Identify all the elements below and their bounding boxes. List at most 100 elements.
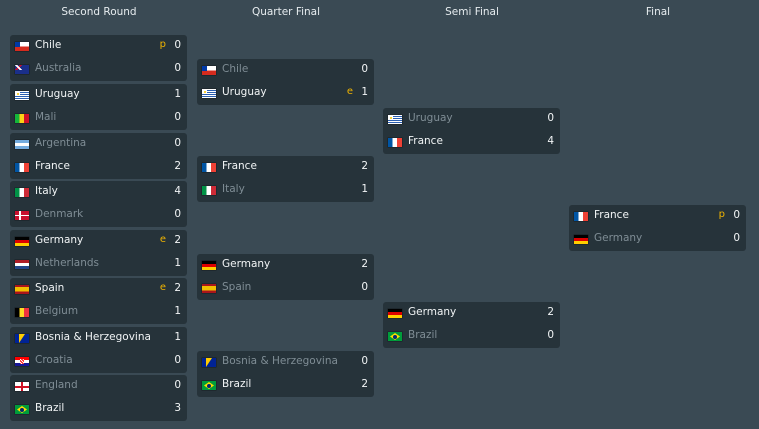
- team-name[interactable]: Bosnia & Herzegovina: [222, 355, 338, 367]
- team-name[interactable]: Spain: [35, 282, 65, 294]
- team-score: 0: [361, 63, 368, 75]
- mali-flag-icon: [15, 114, 29, 123]
- denmark-flag-icon: [15, 211, 29, 220]
- brazil-flag-icon: [388, 332, 402, 341]
- team-score: 0: [733, 232, 740, 244]
- team-name[interactable]: Italy: [222, 183, 245, 195]
- team-row[interactable]: Belgium 1: [10, 301, 187, 323]
- team-name[interactable]: Italy: [35, 185, 58, 197]
- team-name[interactable]: Germany: [594, 232, 643, 244]
- team-score: 0: [174, 39, 181, 51]
- team-name[interactable]: Brazil: [408, 329, 438, 341]
- team-name[interactable]: Brazil: [35, 402, 65, 414]
- france-flag-icon: [202, 163, 216, 172]
- team-name[interactable]: Germany: [408, 306, 457, 318]
- team-name[interactable]: Germany: [222, 258, 271, 270]
- team-score: 1: [174, 305, 181, 317]
- team-name[interactable]: Uruguay: [222, 86, 267, 98]
- italy-flag-icon: [202, 186, 216, 195]
- team-name[interactable]: Brazil: [222, 378, 252, 390]
- team-name[interactable]: Australia: [35, 62, 82, 74]
- team-score: 0: [361, 281, 368, 293]
- team-name[interactable]: Uruguay: [408, 112, 453, 124]
- bosnia-flag-icon: [202, 358, 216, 367]
- team-score: 2: [547, 306, 554, 318]
- team-name[interactable]: Argentina: [35, 137, 87, 149]
- team-name[interactable]: Netherlands: [35, 257, 100, 269]
- australia-flag-icon: [15, 65, 29, 74]
- team-name[interactable]: Chile: [222, 63, 249, 75]
- team-name[interactable]: France: [594, 209, 629, 221]
- team-score: 2: [174, 282, 181, 294]
- team-name[interactable]: Croatia: [35, 354, 73, 366]
- team-row[interactable]: Germany 2: [383, 302, 560, 324]
- team-name[interactable]: Denmark: [35, 208, 84, 220]
- netherlands-flag-icon: [15, 260, 29, 269]
- team-name[interactable]: Uruguay: [35, 88, 80, 100]
- round-title: Semi Final: [445, 6, 499, 18]
- team-name[interactable]: Germany: [35, 234, 84, 246]
- team-name[interactable]: Chile: [35, 39, 62, 51]
- team-row[interactable]: Chile 0: [197, 59, 374, 81]
- team-score: 0: [174, 111, 181, 123]
- belgium-flag-icon: [15, 308, 29, 317]
- round-title: Final: [645, 6, 671, 18]
- round-title: Second Round: [61, 6, 137, 18]
- team-name[interactable]: Belgium: [35, 305, 79, 317]
- chile-flag-icon: [15, 42, 29, 51]
- team-name[interactable]: France: [408, 135, 443, 147]
- team-name[interactable]: Spain: [222, 281, 252, 293]
- uruguay-flag-icon: [15, 91, 29, 100]
- team-name[interactable]: Mali: [35, 111, 57, 123]
- team-name[interactable]: England: [35, 379, 78, 391]
- team-row[interactable]: Bosnia & Herzegovina 1: [10, 327, 187, 349]
- team-name[interactable]: France: [35, 160, 70, 172]
- brazil-flag-icon: [202, 381, 216, 390]
- team-name[interactable]: France: [222, 160, 257, 172]
- team-row[interactable]: Germany 0: [569, 228, 746, 250]
- team-row[interactable]: Mali 0: [10, 107, 187, 129]
- germany-flag-icon: [15, 237, 29, 246]
- team-score: 1: [174, 331, 181, 343]
- team-name[interactable]: Bosnia & Herzegovina: [35, 331, 151, 343]
- team-row[interactable]: Spain 0: [197, 277, 374, 299]
